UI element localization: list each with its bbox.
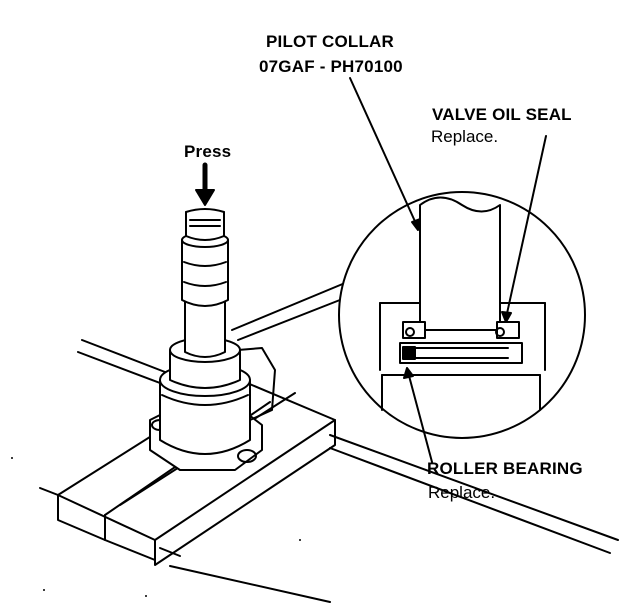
valve-oil-seal-label: VALVE OIL SEAL <box>432 105 572 124</box>
press-label: Press <box>184 142 232 161</box>
support-rails <box>39 339 619 603</box>
scan-speckles <box>11 457 301 597</box>
roller-bearing-label: ROLLER BEARING <box>427 459 583 478</box>
pilot-collar-part-number: 07GAF - PH70100 <box>259 57 403 76</box>
pilot-collar-label: PILOT COLLAR <box>266 32 394 51</box>
housing-assembly <box>149 208 276 471</box>
valve-oil-seal-note: Replace. <box>431 127 499 146</box>
label-leader-lines <box>349 77 547 463</box>
roller-bearing-note: Replace. <box>428 483 496 502</box>
detail-magnifier-circle <box>338 191 586 439</box>
detail-callout-lines <box>231 282 346 341</box>
press-arrow <box>195 162 215 206</box>
